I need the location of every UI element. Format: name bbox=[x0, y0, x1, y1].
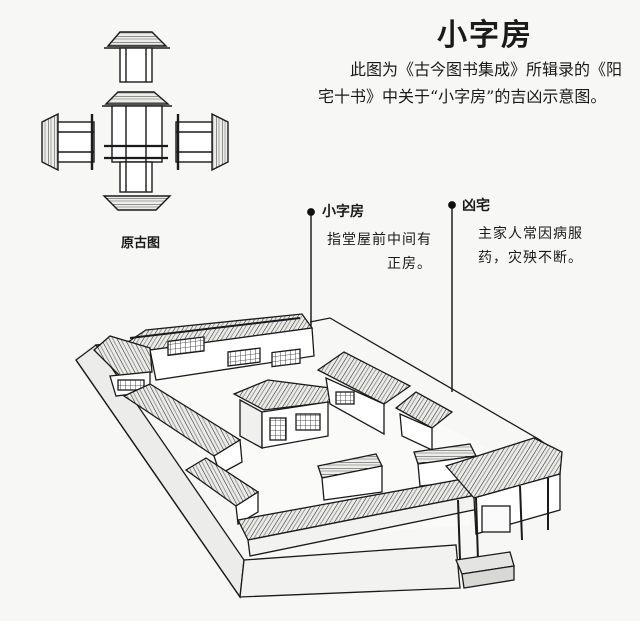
description-text: 此图为《古今图书集成》所辑录的《阳宅十书》中关于“小字房”的吉凶示意图。 bbox=[318, 60, 623, 106]
annotation-xiaozifang-label: 小字房 bbox=[322, 204, 364, 220]
courtyard-drawing bbox=[75, 313, 563, 599]
page-title: 小字房 bbox=[437, 18, 533, 53]
leader-lines bbox=[307, 201, 456, 392]
annotation-xiaozifang-text: 指堂屋前中间有正房。 bbox=[327, 232, 432, 272]
ancient-diagram bbox=[41, 31, 229, 211]
annotation-xiongzhai-text: 主家人常因病服药，灾殃不断。 bbox=[478, 226, 583, 266]
annotation-xiongzhai-label: 凶宅 bbox=[462, 198, 490, 214]
original-diagram-caption: 原古图 bbox=[121, 236, 161, 251]
